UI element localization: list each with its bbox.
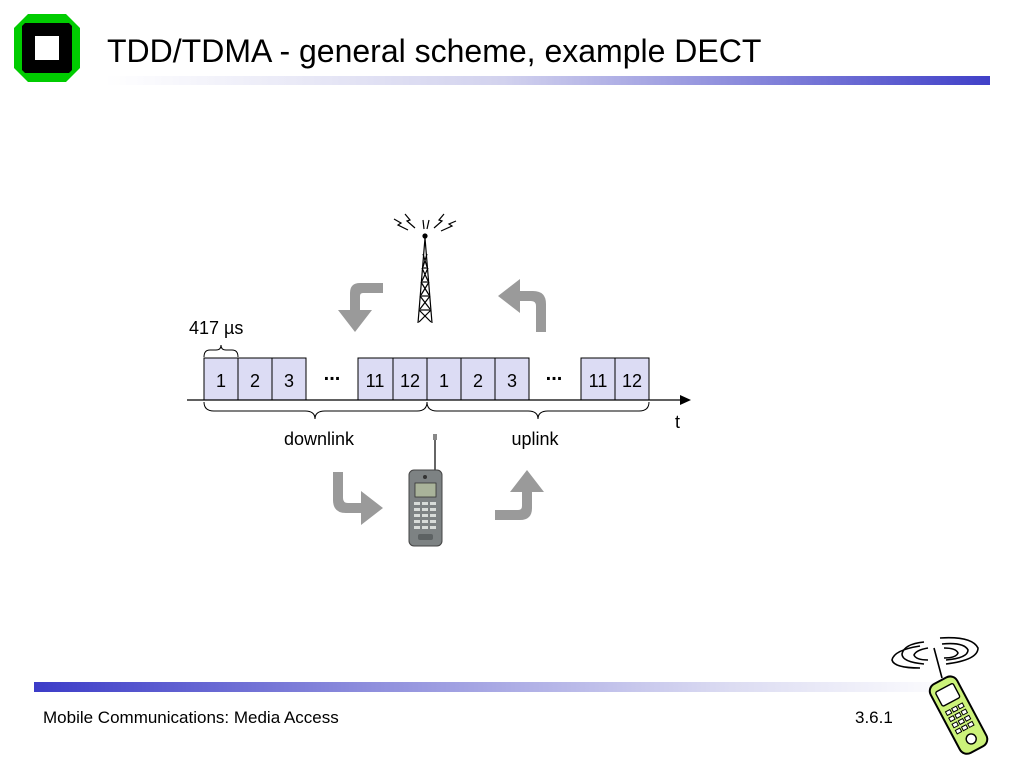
slide-number: 3.6.1 xyxy=(855,708,893,727)
ringing-phone-icon xyxy=(891,636,989,755)
slot-cell: 12 xyxy=(614,357,650,401)
university-logo-icon xyxy=(14,14,80,82)
slot-number: 2 xyxy=(473,371,483,391)
mobile-handset-icon xyxy=(408,434,443,547)
slot-number: 1 xyxy=(216,371,226,391)
slide-title: TDD/TDMA - general scheme, example DECT xyxy=(107,33,762,69)
curved-arrow-icon xyxy=(495,470,544,520)
downlink-brace xyxy=(203,401,428,420)
downlink-slots: 1 2 3 ... 11 12 xyxy=(203,357,428,401)
slot-number: 12 xyxy=(400,371,420,391)
uplink-brace xyxy=(426,401,650,420)
slot-duration-label: 417 µs xyxy=(189,318,243,338)
time-axis-label: t xyxy=(675,412,680,432)
slot-number: 2 xyxy=(250,371,260,391)
slot-cell: 11 xyxy=(580,357,616,401)
antenna-tower-icon xyxy=(393,213,457,324)
slot-number: 11 xyxy=(366,371,385,391)
uplink-slots: 1 2 3 ... 11 12 xyxy=(426,357,650,401)
slot-cell: 3 xyxy=(271,357,307,401)
slot-cell: 2 xyxy=(460,357,496,401)
curved-arrow-icon xyxy=(333,472,383,525)
time-axis xyxy=(187,395,691,405)
slot-duration-brace xyxy=(203,344,239,358)
slot-number: 3 xyxy=(284,371,294,391)
curved-arrow-icon xyxy=(498,279,546,332)
slot-cell: 1 xyxy=(426,357,462,401)
slot-cell: 2 xyxy=(237,357,273,401)
slot-number: 1 xyxy=(439,371,449,391)
curved-arrow-icon xyxy=(338,283,383,332)
slot-cell: 12 xyxy=(392,357,428,401)
footer-title: Mobile Communications: Media Access xyxy=(43,708,339,727)
slot-number: 12 xyxy=(622,371,642,391)
slot-cell: 1 xyxy=(203,357,239,401)
uplink-label: uplink xyxy=(511,429,559,449)
slot-cell: 3 xyxy=(494,357,530,401)
downlink-label: downlink xyxy=(284,429,355,449)
slot-cell: 11 xyxy=(357,357,394,401)
slot-number: 11 xyxy=(589,371,608,391)
ellipsis: ... xyxy=(324,363,341,385)
ellipsis: ... xyxy=(546,363,563,385)
footer-bar xyxy=(34,682,964,692)
title-underline-bar xyxy=(105,76,990,85)
slot-number: 3 xyxy=(507,371,517,391)
